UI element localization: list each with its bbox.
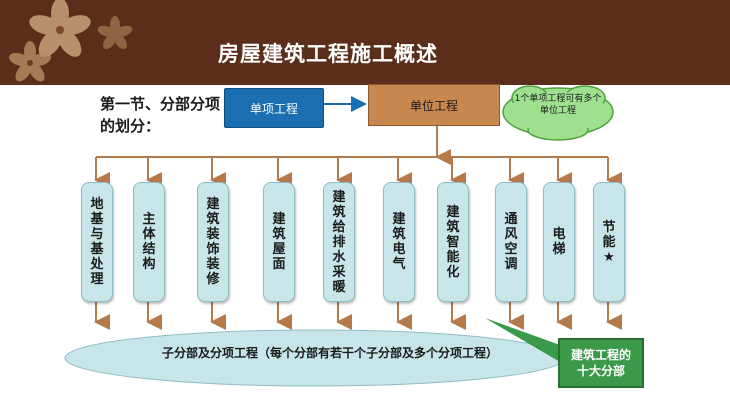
unit-item-box: 单项工程	[224, 88, 324, 128]
division-label: 主体结构	[142, 212, 156, 272]
division-box: 建筑给排水采暖	[323, 182, 355, 302]
division-box: 建筑装饰装修	[197, 182, 229, 302]
division-box: 通风空调	[495, 182, 527, 302]
division-box: 地基与基处理	[81, 182, 113, 302]
section-label: 第一节、分部分项的划分：	[100, 95, 221, 135]
division-label: 建筑智能化	[446, 204, 460, 280]
callout-text: 建筑工程的十大分部	[570, 348, 631, 378]
page-title: 房屋建筑工程施工概述	[218, 42, 438, 66]
flower-decoration-icon	[8, 41, 52, 82]
division-label: 通风空调	[504, 212, 518, 272]
division-box: 主体结构	[133, 182, 165, 302]
division-label: 电梯	[552, 227, 566, 257]
division-box: 建筑智能化	[437, 182, 469, 302]
division-label: 建筑屋面	[272, 212, 286, 272]
flower-decoration-icon	[97, 16, 133, 50]
unit-project-box: 单位工程	[368, 84, 500, 126]
division-box: 电梯	[543, 182, 575, 302]
cloud-shape	[474, 85, 614, 141]
division-box: 建筑电气	[383, 182, 415, 302]
division-box: 节能★	[593, 182, 625, 302]
flower-decoration-icon	[29, 0, 91, 57]
division-label: 节能★	[602, 219, 616, 265]
division-label: 地基与基处理	[90, 197, 104, 287]
division-box: 建筑屋面	[263, 182, 295, 302]
cloud-note: 1个单项工程可有多个单位工程	[514, 94, 602, 116]
sub-division-text: 子分部及分项工程（每个分部有若干个子分部及多个分项工程）	[161, 346, 498, 360]
division-label: 建筑电气	[392, 212, 406, 272]
division-label: 建筑给排水采暖	[332, 189, 346, 295]
callout-box: 建筑工程的十大分部	[558, 338, 644, 388]
division-label: 建筑装饰装修	[206, 197, 220, 287]
